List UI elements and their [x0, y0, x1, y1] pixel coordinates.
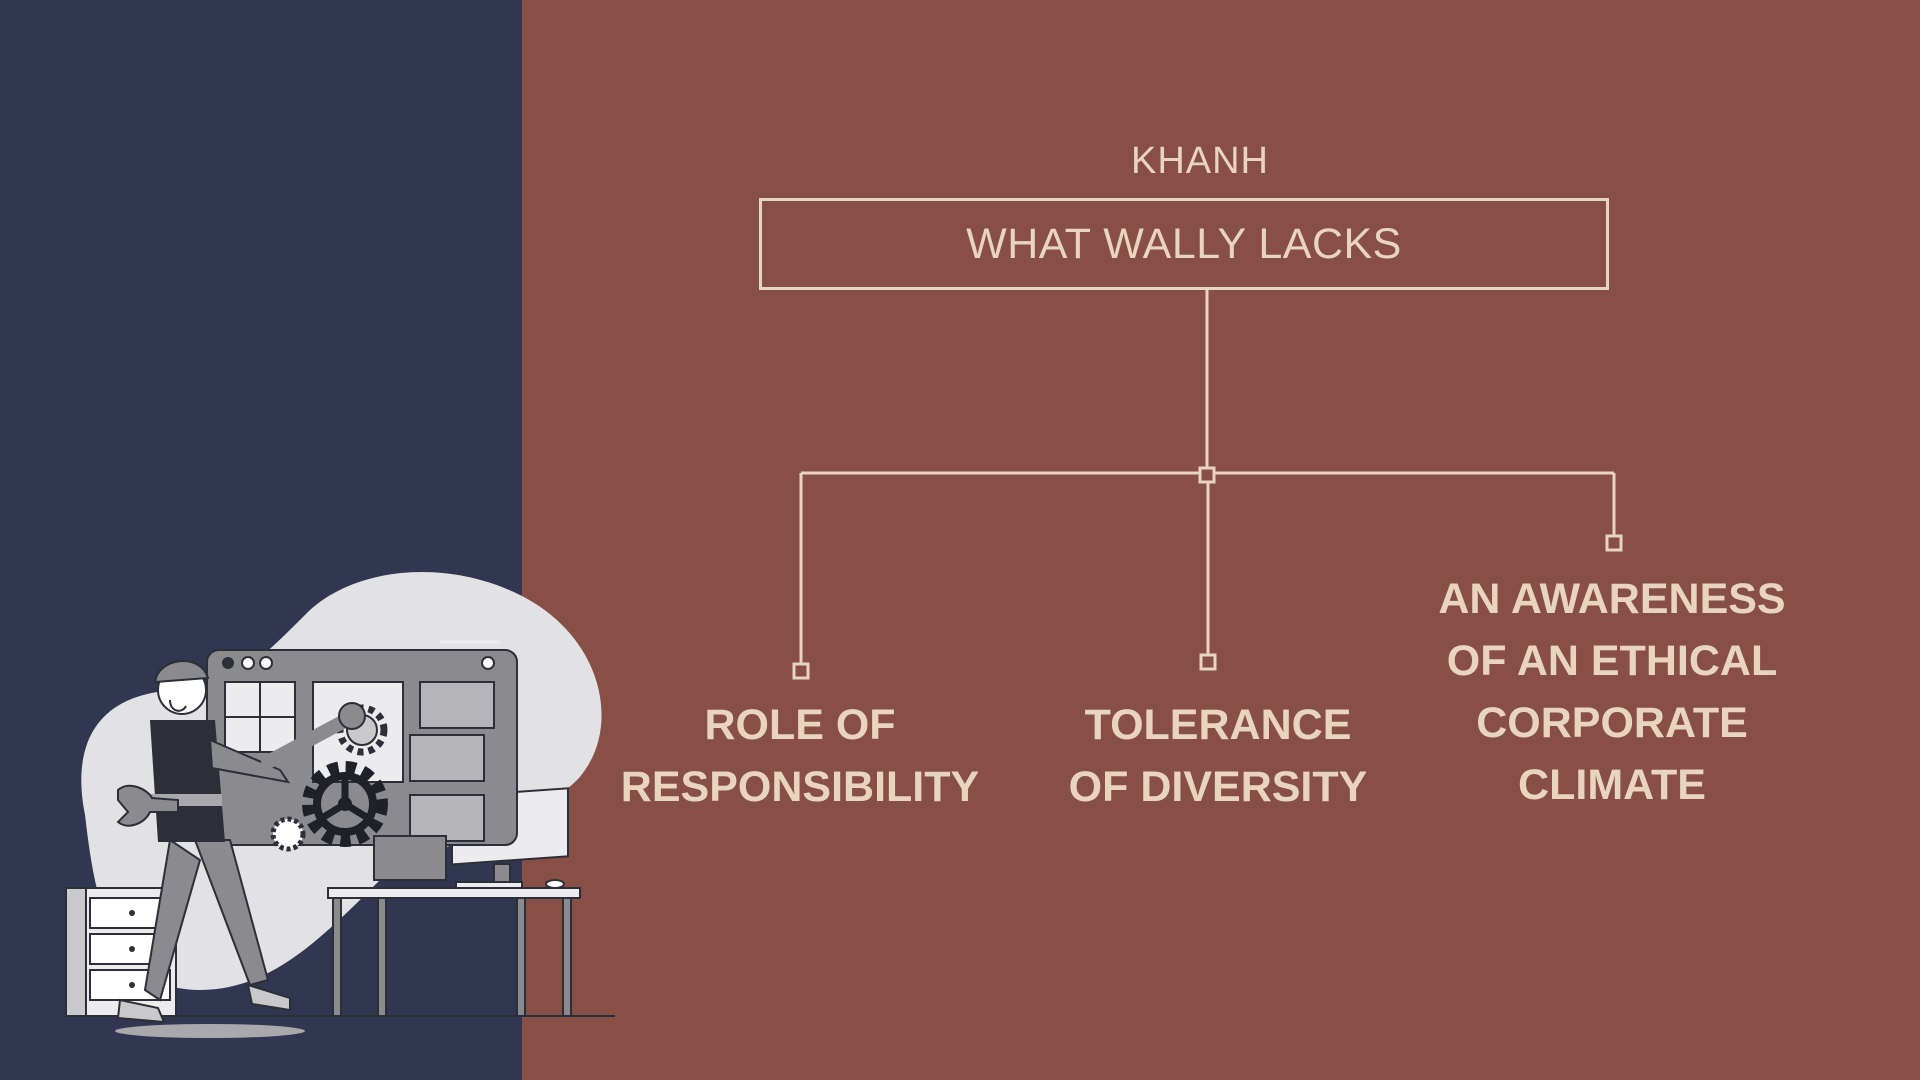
right-panel [522, 0, 1920, 1080]
worker-fixing-computer-illustration [65, 572, 615, 1038]
worker-figure [116, 660, 366, 1024]
branch-ethical-corporate-climate: AN AWARENESS OF AN ETHICAL CORPORATE CLI… [1412, 568, 1812, 816]
branch-label-line: CLIMATE [1518, 761, 1706, 809]
author-name: KHANH [1130, 140, 1270, 182]
branch-label-line: TOLERANCE [1084, 701, 1352, 749]
desk-shape [327, 887, 581, 1017]
branch-role-of-responsibility: ROLE OF RESPONSIBILITY [600, 694, 1000, 818]
diagram-title: WHAT WALLY LACKS [966, 219, 1402, 268]
wrench-icon [116, 702, 366, 827]
branch-label-line: OF AN ETHICAL [1446, 637, 1778, 685]
browser-window-shape [206, 640, 518, 881]
branch-label-line: AN AWARENESS [1438, 575, 1786, 623]
ground-shadow [115, 1024, 305, 1038]
branch-tolerance-of-diversity: TOLERANCE OF DIVERSITY [1018, 694, 1418, 818]
branch-label-line: RESPONSIBILITY [620, 763, 980, 811]
diagram-title-box: WHAT WALLY LACKS [759, 198, 1609, 290]
folder-icon [373, 681, 495, 881]
branch-label-line: CORPORATE [1476, 699, 1748, 747]
branch-label-line: OF DIVERSITY [1068, 763, 1368, 811]
branch-label-line: ROLE OF [704, 701, 896, 749]
